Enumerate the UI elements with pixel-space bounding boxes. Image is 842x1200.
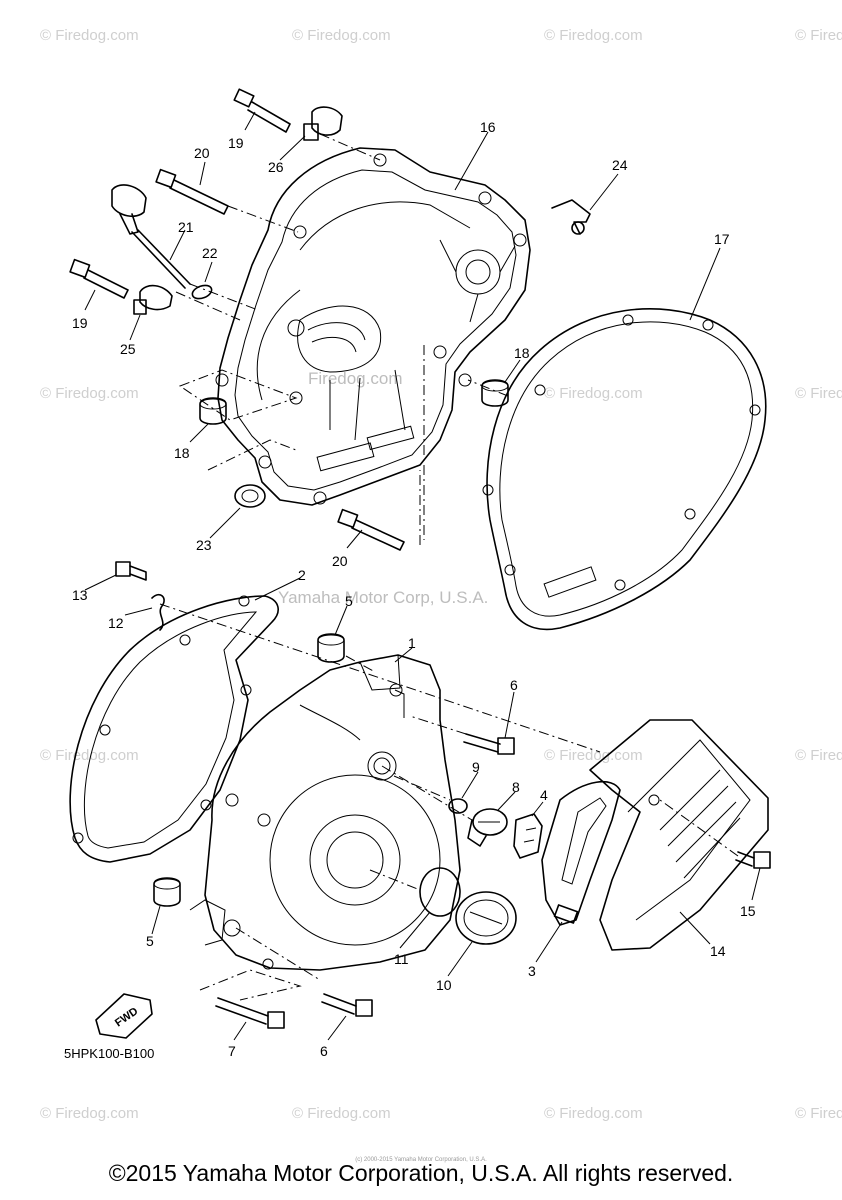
o-ring-11	[419, 867, 461, 917]
upper-small-parts	[69, 88, 591, 551]
alignment-lines	[159, 133, 739, 1001]
callout-14: 14	[710, 943, 726, 959]
callout-20: 20	[194, 145, 210, 161]
callout-5: 5	[345, 593, 353, 609]
crankcase-cover-16	[215, 147, 531, 506]
dowel-pin-18	[481, 379, 509, 407]
callouts: 19 26 16 20 21 22 19 25 24 17 18 18 23 2…	[72, 119, 756, 1059]
callout-20: 20	[332, 553, 348, 569]
watermark-text: © Firedog.com	[40, 747, 139, 764]
lower-small-parts: FWD	[95, 561, 771, 1039]
callout-6: 6	[320, 1043, 328, 1059]
watermark-text: © Firedog.com	[795, 385, 842, 402]
callout-19: 19	[72, 315, 88, 331]
dipstick-21	[111, 184, 191, 289]
callout-21: 21	[178, 219, 194, 235]
bolt-19	[69, 258, 129, 299]
bolt-20	[337, 508, 405, 551]
callout-6: 6	[510, 677, 518, 693]
callout-3: 3	[528, 963, 536, 979]
watermark-text: © Firedog.com	[544, 385, 643, 402]
callout-13: 13	[72, 587, 88, 603]
bolt-6	[463, 733, 515, 755]
gasket-2	[69, 595, 279, 863]
bolt-20	[155, 168, 229, 215]
callout-18: 18	[174, 445, 190, 461]
cover-3	[541, 781, 621, 926]
callout-8: 8	[512, 779, 520, 795]
side-cover-14	[589, 719, 769, 951]
bolt-15	[735, 851, 771, 869]
oil-seal-23	[234, 484, 266, 508]
clip-12	[151, 593, 165, 631]
callout-10: 10	[436, 977, 452, 993]
bolt-13	[115, 561, 147, 581]
watermark-text: © Firedog.com	[795, 27, 842, 44]
callout-5: 5	[146, 933, 154, 949]
watermark-text: © Firedog.com	[795, 1105, 842, 1122]
callout-23: 23	[196, 537, 212, 553]
bracket-24	[551, 199, 591, 235]
watermark-text: © Firedog.com	[544, 27, 643, 44]
watermark-text: © Firedog.com	[544, 747, 643, 764]
callout-25: 25	[120, 341, 136, 357]
watermark-text: © Firedog.com	[40, 1105, 139, 1122]
gasket-17	[482, 308, 767, 631]
o-ring-22	[191, 284, 213, 300]
plug-8	[467, 808, 508, 847]
watermark-text: © Firedog.com	[795, 747, 842, 764]
callout-19: 19	[228, 135, 244, 151]
cap-10	[455, 891, 517, 945]
callout-24: 24	[612, 157, 628, 173]
watermark-text: © Firedog.com	[544, 1105, 643, 1122]
callout-7: 7	[228, 1043, 236, 1059]
crankcase-cover-1	[189, 654, 461, 971]
watermark-text: © Firedog.com	[40, 27, 139, 44]
watermark-text: © Firedog.com	[292, 1105, 391, 1122]
callout-4: 4	[540, 787, 548, 803]
callout-2: 2	[298, 567, 306, 583]
callout-12: 12	[108, 615, 124, 631]
callout-16: 16	[480, 119, 496, 135]
callout-17: 17	[714, 231, 730, 247]
leader-lines	[84, 111, 761, 1041]
diagram-code: 5HPK100-B100	[64, 1046, 154, 1061]
callout-15: 15	[740, 903, 756, 919]
watermark-text: © Firedog.com	[292, 27, 391, 44]
forward-arrow-icon: FWD	[95, 993, 153, 1039]
callout-26: 26	[268, 159, 284, 175]
tiny-credit: (c) 2000-2015 Yamaha Motor Corporation, …	[355, 1157, 487, 1163]
fwd-label: FWD	[113, 1005, 140, 1029]
watermark-text: © Firedog.com	[40, 385, 139, 402]
bolt-6	[321, 993, 373, 1017]
bolt-7	[215, 997, 285, 1029]
clamp-26	[303, 106, 343, 141]
callout-11: 11	[394, 951, 409, 967]
damper-4	[513, 813, 543, 859]
callout-1: 1	[408, 635, 416, 651]
center-watermark-text: Firedog.com	[308, 369, 402, 388]
dowel-pin-18	[199, 397, 227, 425]
dowel-pin-5	[317, 633, 345, 663]
callout-18: 18	[514, 345, 530, 361]
callout-9: 9	[472, 759, 480, 775]
bolt-19	[233, 88, 291, 133]
clamp-25	[133, 284, 173, 315]
o-ring-9	[448, 798, 468, 814]
dowel-pin-5	[153, 877, 181, 907]
copyright-notice: ©2015 Yamaha Motor Corporation, U.S.A. A…	[108, 1160, 734, 1186]
yamaha-watermark-text: Yamaha Motor Corp, U.S.A.	[278, 588, 488, 607]
callout-22: 22	[202, 245, 218, 261]
watermarks: © Firedog.com © Firedog.com © Firedog.co…	[40, 27, 842, 1122]
